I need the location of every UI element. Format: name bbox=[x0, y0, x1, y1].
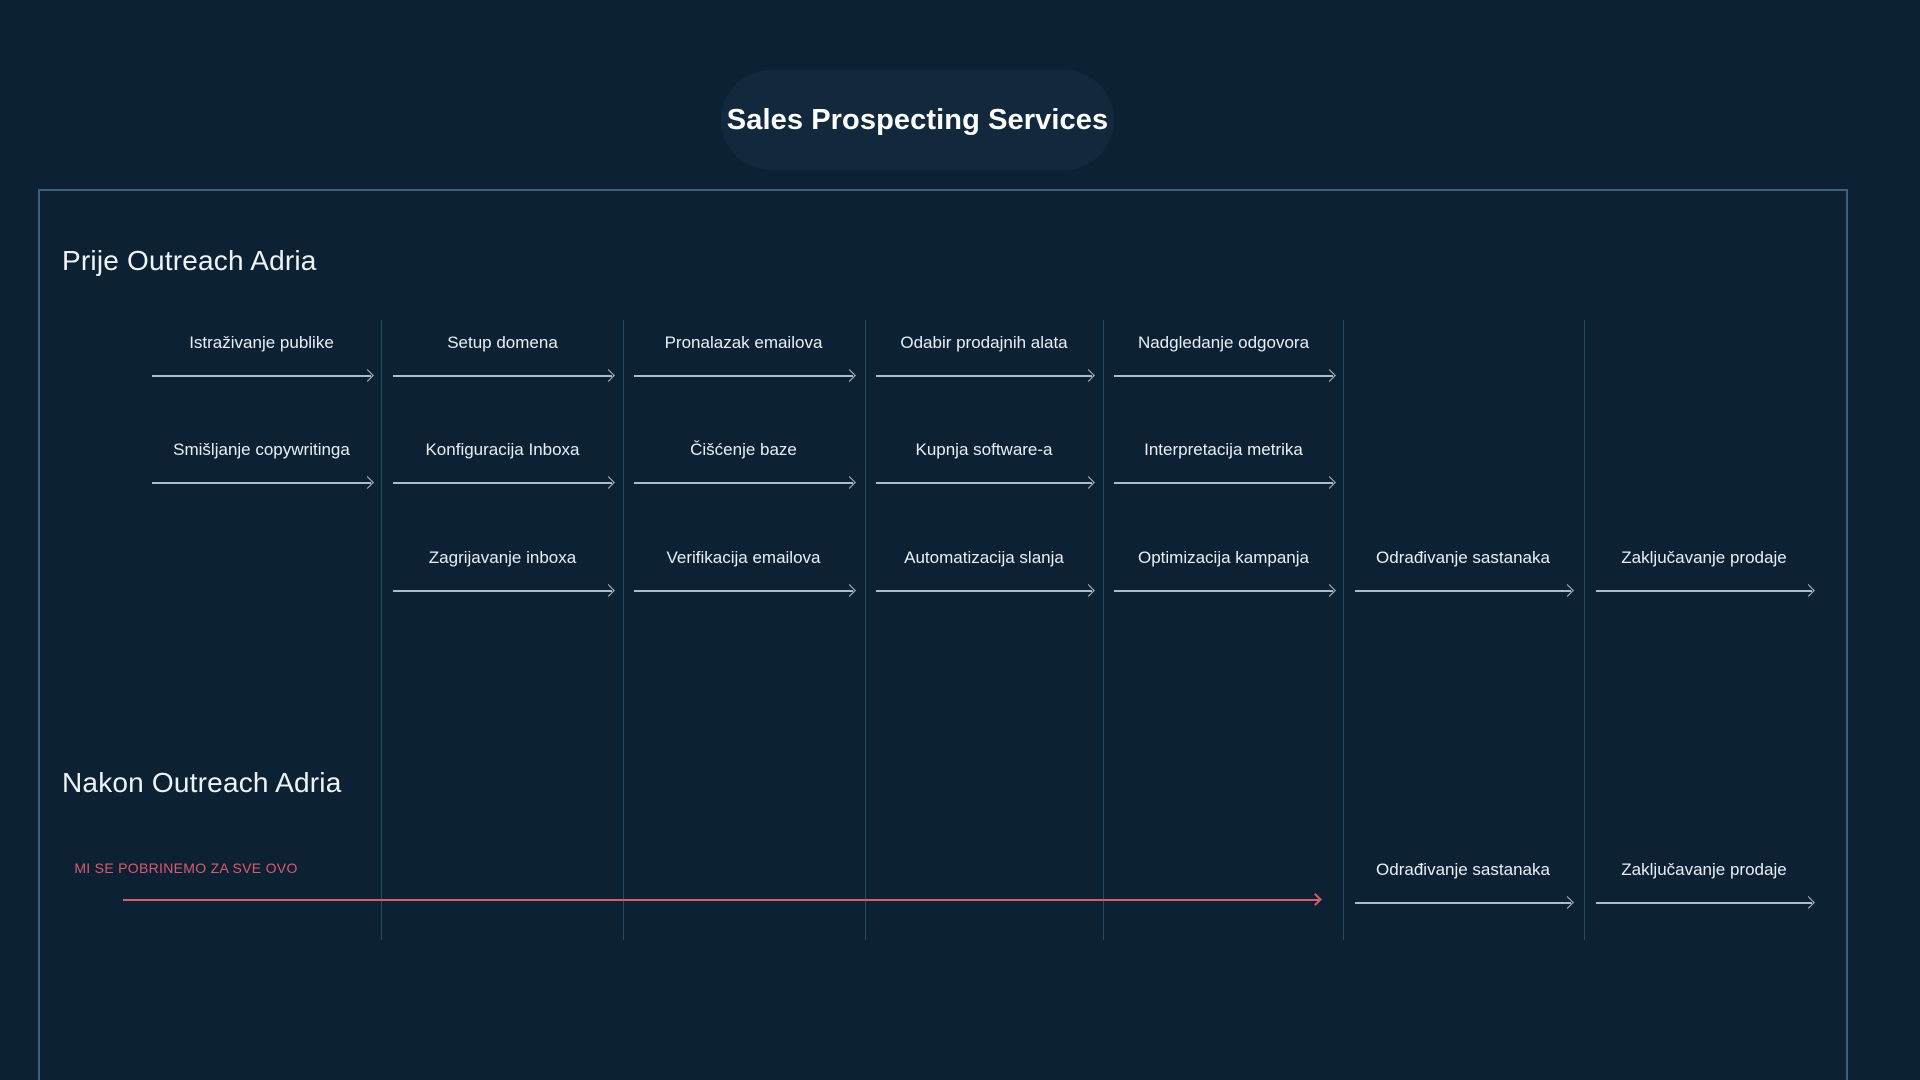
step-label: Konfiguracija Inboxa bbox=[425, 440, 580, 459]
arrow-right-icon bbox=[393, 584, 615, 597]
step-cell[interactable]: Setup domena bbox=[393, 333, 615, 404]
arrow-right-icon bbox=[152, 476, 374, 489]
step-cell[interactable]: Odabir prodajnih alata bbox=[876, 333, 1095, 404]
step-label: Odabir prodajnih alata bbox=[900, 333, 1068, 352]
step-label: Zagrijavanje inboxa bbox=[428, 548, 577, 567]
step-label: Optimizacija kampanja bbox=[1137, 548, 1309, 567]
arrow-right-icon bbox=[634, 369, 856, 382]
step-cell[interactable]: Nadgledanje odgovora bbox=[1114, 333, 1336, 404]
step-label: Verifikacija emailova bbox=[666, 548, 821, 567]
arrow-right-icon bbox=[634, 476, 856, 489]
arrow-right-icon bbox=[1114, 584, 1336, 597]
step-label: Nadgledanje odgovora bbox=[1137, 333, 1310, 352]
column-divider-2 bbox=[623, 320, 624, 940]
step-label: Odrađivanje sastanaka bbox=[1376, 860, 1550, 879]
step-label: Zaključavanje prodaje bbox=[1621, 548, 1787, 567]
step-label: Odrađivanje sastanaka bbox=[1376, 548, 1550, 567]
step-cell[interactable]: Optimizacija kampanja bbox=[1114, 548, 1336, 619]
column-divider-4 bbox=[1103, 320, 1104, 940]
step-cell[interactable]: Verifikacija emailova bbox=[634, 548, 856, 619]
column-divider-3 bbox=[865, 320, 866, 940]
step-cell[interactable]: Zagrijavanje inboxa bbox=[393, 548, 615, 619]
step-label: Pronalazak emailova bbox=[664, 333, 823, 352]
section-heading-before: Prije Outreach Adria bbox=[62, 245, 317, 276]
arrow-right-icon bbox=[152, 369, 374, 382]
step-cell[interactable]: Zaključavanje prodaje bbox=[1596, 548, 1815, 619]
step-label: Čišćenje baze bbox=[690, 440, 797, 459]
arrow-right-icon bbox=[393, 369, 615, 382]
step-label: Zaključavanje prodaje bbox=[1621, 860, 1787, 879]
column-divider-6 bbox=[1584, 320, 1585, 940]
step-cell[interactable]: Kupnja software-a bbox=[876, 440, 1095, 511]
arrow-right-icon bbox=[876, 476, 1095, 489]
arrow-right-icon bbox=[393, 476, 615, 489]
step-cell[interactable]: Konfiguracija Inboxa bbox=[393, 440, 615, 511]
step-label: Interpretacija metrika bbox=[1144, 440, 1303, 459]
step-cell[interactable]: Odrađivanje sastanaka bbox=[1355, 548, 1574, 619]
arrow-right-icon bbox=[123, 893, 1322, 906]
arrow-right-icon bbox=[1596, 896, 1815, 909]
diagram-panel bbox=[38, 189, 1848, 1080]
step-cell[interactable]: Zaključavanje prodaje bbox=[1596, 860, 1815, 931]
step-label: Automatizacija slanja bbox=[904, 548, 1064, 567]
column-divider-1 bbox=[381, 320, 382, 940]
column-divider-5 bbox=[1343, 320, 1344, 940]
step-cell[interactable]: Čišćenje baze bbox=[634, 440, 856, 511]
step-cell[interactable]: Interpretacija metrika bbox=[1114, 440, 1336, 511]
arrow-right-icon bbox=[634, 584, 856, 597]
page-title: Sales Prospecting Services bbox=[726, 103, 1109, 136]
arrow-right-icon bbox=[1114, 476, 1336, 489]
step-cell[interactable]: Automatizacija slanja bbox=[876, 548, 1095, 619]
arrow-right-icon bbox=[1355, 896, 1574, 909]
arrow-right-icon bbox=[876, 369, 1095, 382]
arrow-right-icon bbox=[1114, 369, 1336, 382]
step-label: Smišljanje copywritinga bbox=[173, 440, 350, 459]
step-cell[interactable]: Istraživanje publike bbox=[152, 333, 374, 404]
arrow-right-icon bbox=[1596, 584, 1815, 597]
step-label-highlight: MI SE POBRINEMO ZA SVE OVO bbox=[74, 860, 298, 876]
step-cell[interactable]: Pronalazak emailova bbox=[634, 333, 856, 404]
arrow-right-icon bbox=[876, 584, 1095, 597]
step-cell[interactable]: Smišljanje copywritinga bbox=[152, 440, 374, 511]
arrow-right-icon bbox=[1355, 584, 1574, 597]
step-cell-highlight[interactable]: MI SE POBRINEMO ZA SVE OVO bbox=[74, 861, 1322, 931]
section-heading-after: Nakon Outreach Adria bbox=[62, 767, 342, 798]
step-label: Kupnja software-a bbox=[915, 440, 1053, 459]
step-label: Istraživanje publike bbox=[189, 333, 334, 352]
page-title-pill: Sales Prospecting Services bbox=[721, 70, 1114, 170]
step-cell[interactable]: Odrađivanje sastanaka bbox=[1355, 860, 1574, 931]
step-label: Setup domena bbox=[447, 333, 558, 352]
